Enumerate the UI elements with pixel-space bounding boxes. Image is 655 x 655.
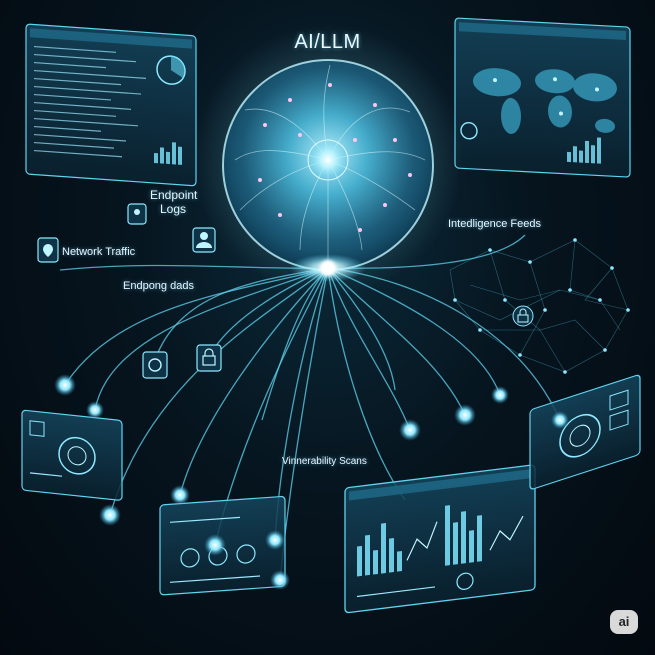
sphere-core: [307, 139, 349, 181]
lock-icon: [196, 344, 222, 372]
world-map-panel: [454, 17, 631, 178]
location-pin-icon: [37, 237, 59, 263]
user-icon: [192, 227, 216, 253]
ai-badge: ai: [610, 610, 638, 634]
label-intelligence-feeds: Intedligence Feeds: [448, 218, 541, 230]
label-endpoint-logs-line2: Logs: [159, 202, 187, 216]
label-endpoint-logs-line1: Endpoint: [150, 188, 198, 202]
mesh-lock-icon: [512, 305, 534, 327]
label-vulnerability-scans: Vinnerability Scans: [282, 456, 367, 467]
intelligence-mesh: [449, 239, 629, 373]
vulnerability-dashboard: [344, 464, 536, 614]
label-endpoint-dads: Endpong dads: [123, 280, 194, 292]
mesh-nodes: [453, 238, 630, 374]
right-dashboard-panel: [529, 374, 641, 490]
label-network-traffic: Network Traffic: [62, 246, 136, 258]
label-endpoint-logs: Endpoint Logs: [150, 188, 198, 216]
diagram-title: AI/LLM: [294, 31, 361, 53]
stem-point: [320, 260, 336, 276]
neural-nodes: [258, 83, 412, 232]
endpoint-nodes: [54, 374, 569, 590]
log-panel: [25, 23, 197, 187]
sync-icon: [142, 351, 168, 379]
left-dashboard-panel: [21, 409, 123, 501]
endpoint-device-icon: [127, 203, 147, 225]
